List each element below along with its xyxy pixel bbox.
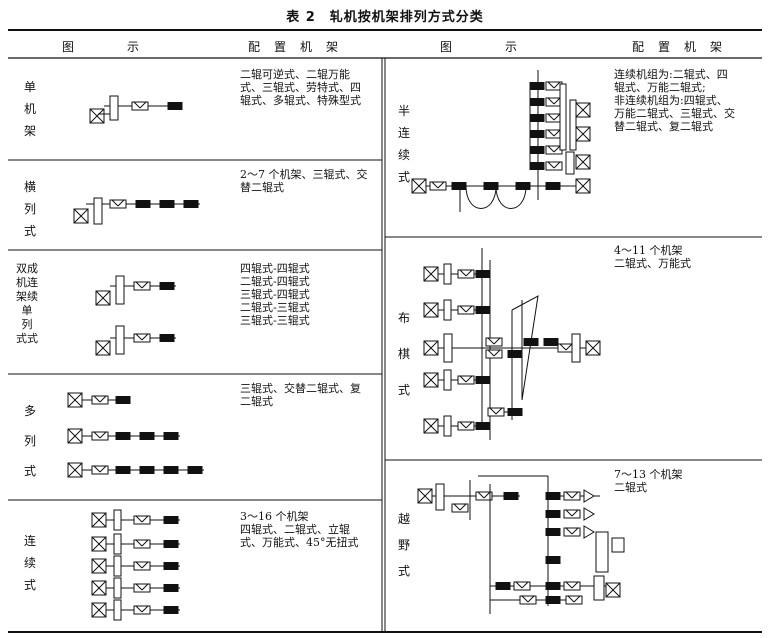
diagram-cross-country <box>417 475 625 614</box>
desc-semi-continuous: 连续机组为:二辊式、四 辊式、万能二辊式; 非连续机组为:四辊式、 万能二辊式、… <box>614 68 735 133</box>
desc-horizontal: 2～7 个机架、三辊式、交 替二辊式 <box>240 168 368 194</box>
diagram-single-stand <box>89 95 183 124</box>
diagram-double-stand <box>95 275 176 356</box>
desc-single-stand: 二辊可逆式、二辊万能 式、三辊式、劳特式、四 辊式、多辊式、特殊型式 <box>240 68 361 107</box>
table-title: 表 2 轧机按机架排列方式分类 <box>286 10 484 25</box>
diagram-continuous <box>91 509 180 621</box>
row-label-semi-continuous: 半连续式 <box>397 104 410 184</box>
desc-cross-country: 7～13 个机架 二辊式 <box>614 468 683 494</box>
header-right-config: 配 置 机 架 <box>632 40 724 54</box>
row-label-checkerboard: 布棋式 <box>397 311 410 397</box>
diagram-multi-row <box>67 392 204 478</box>
row-label-double-stand: 双成机连架续单列式式 <box>16 262 38 345</box>
desc-checkerboard: 4～11 个机架 二辊式、万能式 <box>614 244 691 270</box>
row-label-multi-row: 多列式 <box>23 404 36 478</box>
header-right-figure: 图 示 <box>440 40 519 54</box>
diagram-horizontal <box>73 197 200 225</box>
desc-continuous: 3～16 个机架 四辊式、二辊式、立辊 式、万能式、45°无扭式 <box>240 510 359 549</box>
row-label-single-stand: 单机架 <box>23 80 36 138</box>
header-left-figure: 图 示 <box>62 40 141 54</box>
diagram-checkerboard <box>423 248 601 440</box>
diagram-semi-continuous <box>411 70 591 212</box>
row-label-continuous: 连续式 <box>23 534 36 592</box>
desc-double-stand: 四辊式-四辊式 二辊式-四辊式 三辊式-四辊式 二辊式-三辊式 三辊式-三辊式 <box>240 262 310 327</box>
row-label-cross-country: 越野式 <box>397 512 410 578</box>
row-label-horizontal: 横列式 <box>23 180 36 238</box>
header-left-config: 配 置 机 架 <box>248 40 340 54</box>
desc-multi-row: 三辊式、交替二辊式、复 二辊式 <box>240 382 361 408</box>
